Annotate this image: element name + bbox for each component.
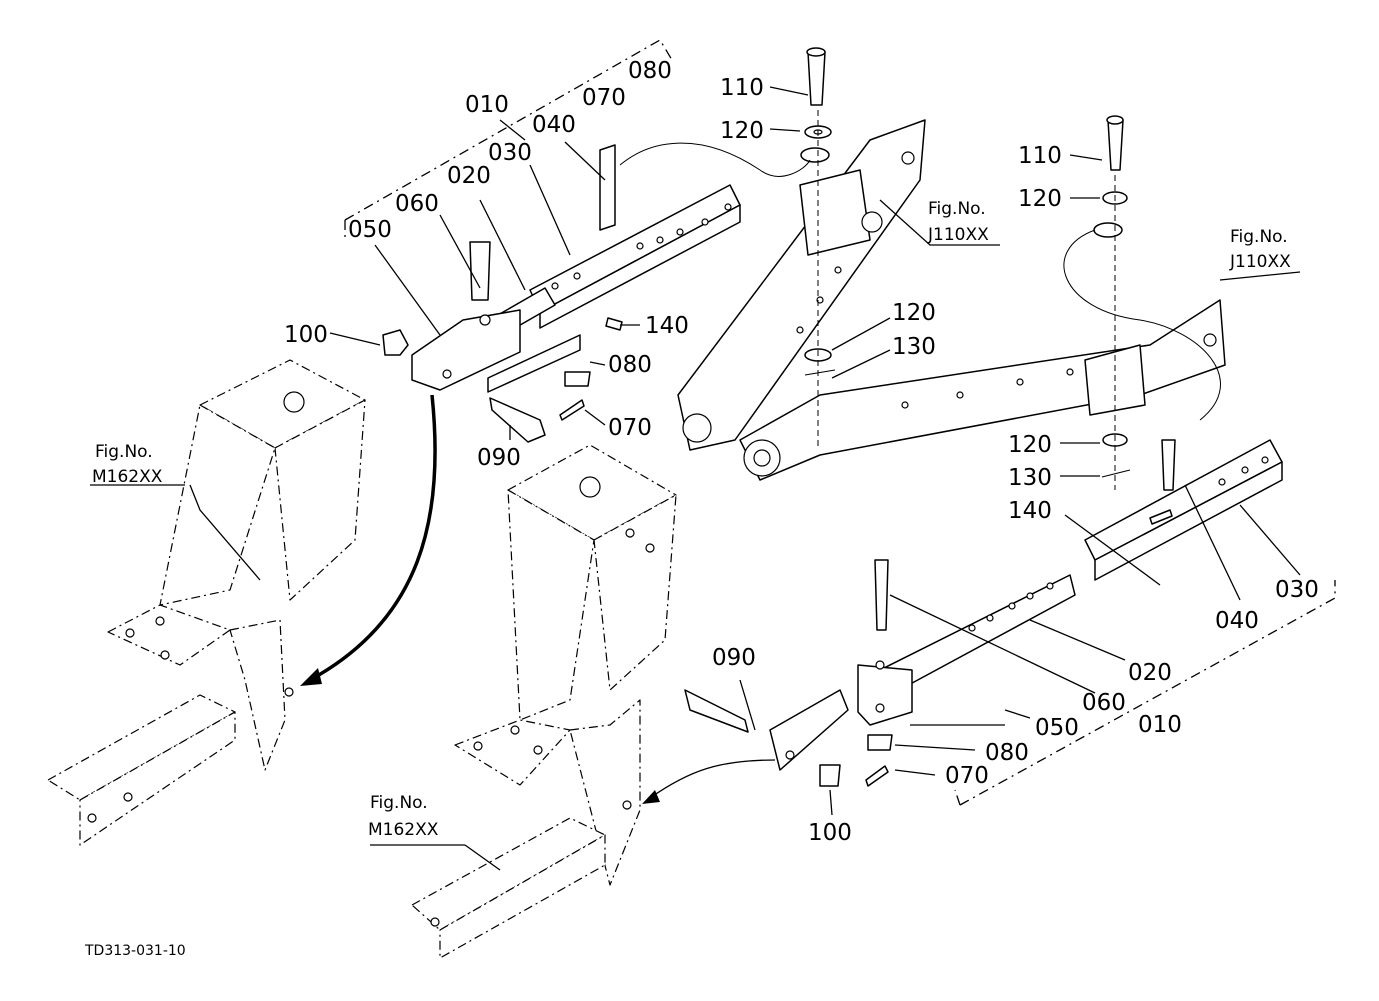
label-040: 040 [1215,608,1259,634]
assembly-arrows [300,394,776,804]
figref-j110-right-line2: J110XX [1229,252,1291,272]
label-130: 130 [892,334,936,360]
label-010: 010 [1138,712,1182,738]
figref-j110-top-line1: Fig.No. [928,199,986,219]
mount-bracket-left [47,359,366,846]
figref-m162-left-line1: Fig.No. [95,442,153,462]
label-120: 120 [1018,186,1062,212]
label-110: 110 [720,75,764,101]
stabilizer-upper-left [382,144,741,443]
label-070: 070 [608,415,652,441]
label-120: 120 [720,118,764,144]
label-110: 110 [1018,143,1062,169]
label-040: 040 [532,112,576,138]
label-140: 140 [645,313,689,339]
label-070: 070 [945,763,989,789]
group-bracket-upper [344,39,673,238]
figref-j110-right-line1: Fig.No. [1230,227,1288,247]
label-020: 020 [447,163,491,189]
label-140: 140 [1008,498,1052,524]
label-080: 080 [628,58,672,84]
pin-and-chain-top-left [619,47,836,450]
label-030: 030 [1275,577,1319,603]
label-080: 080 [985,740,1029,766]
figure-references: Fig.No. J110XX Fig.No. J110XX Fig.No. M1… [92,199,1291,840]
label-100: 100 [808,820,852,846]
label-090: 090 [712,645,756,671]
label-120: 120 [892,300,936,326]
label-120: 120 [1008,432,1052,458]
figref-m162-bottom-line2: M162XX [368,820,439,840]
figref-m162-bottom-line1: Fig.No. [370,793,428,813]
figref-m162-left-line2: M162XX [92,467,163,487]
label-130: 130 [1008,465,1052,491]
label-030: 030 [488,140,532,166]
label-020: 020 [1128,660,1172,686]
stabilizer-lower-right [684,439,1283,787]
group-bracket-lower [954,580,1336,806]
label-050: 050 [348,217,392,243]
callout-labels: 010 070 080 040 030 020 060 050 100 140 … [284,58,1319,846]
label-090: 090 [477,445,521,471]
mount-bracket-center [411,444,677,959]
label-070: 070 [582,85,626,111]
label-080: 080 [608,352,652,378]
document-code: TD313-031-10 [84,943,186,959]
label-060: 060 [1082,690,1126,716]
label-010: 010 [465,92,509,118]
label-050: 050 [1035,715,1079,741]
lower-link-arms [677,119,1226,481]
label-060: 060 [395,191,439,217]
leader-lines [90,86,1301,871]
label-100: 100 [284,322,328,348]
pin-and-chain-right [1063,115,1221,490]
figref-j110-top-line2: J110XX [927,225,989,245]
